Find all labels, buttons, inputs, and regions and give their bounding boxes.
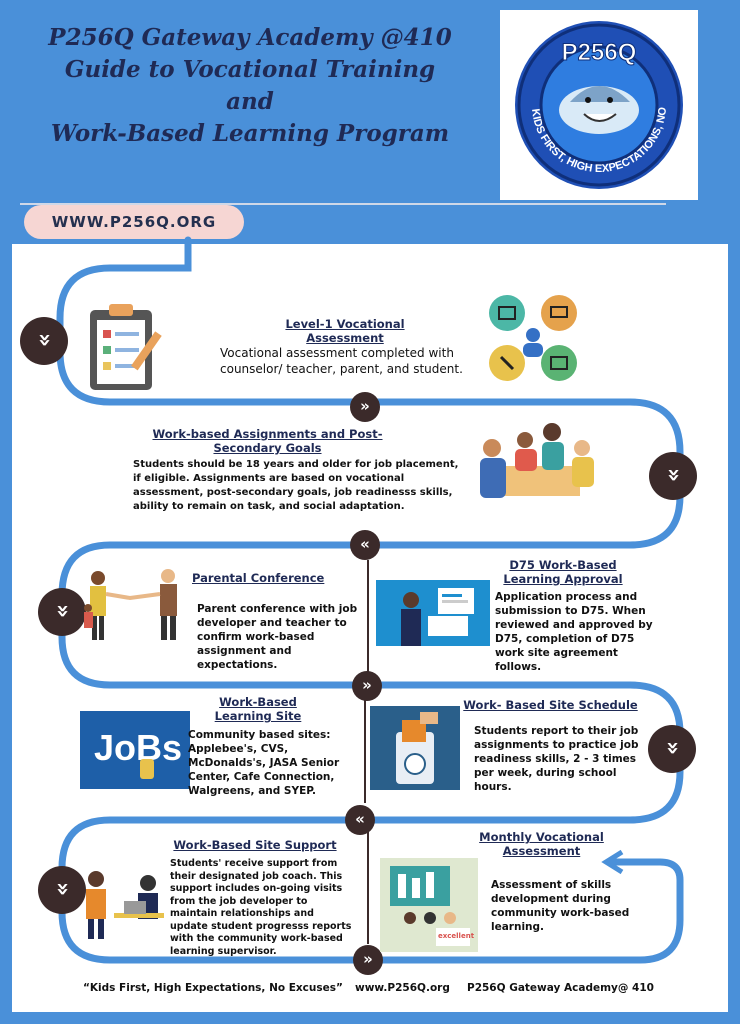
chevron-down-icon: » (649, 452, 697, 500)
step-body-site: Community based sites: Applebee's, CVS, … (188, 729, 340, 797)
students-group-illustration (470, 418, 605, 517)
website-link[interactable]: WWW.P256Q.ORG (24, 205, 244, 239)
chevron-right-icon: » (353, 945, 383, 975)
step-title-assignments: Work-based Assignments and Post-Secondar… (152, 427, 383, 455)
step-title-approval: D75 Work-Based Learning Approval (503, 558, 623, 586)
chevron-right-icon: » (350, 392, 380, 422)
title-line-1: P256Q Gateway Academy @410 (48, 24, 452, 51)
clipboard-checklist-icon (85, 300, 180, 399)
step-title-site: Work-Based Learning Site (214, 695, 302, 723)
divider (367, 560, 369, 678)
footer-motto: “Kids First, High Expectations, No Excus… (83, 982, 343, 994)
shark-mascot-icon (559, 86, 639, 134)
step-body-support: Students' receive support from their des… (170, 858, 352, 957)
chevron-left-icon: « (350, 530, 380, 560)
header-divider (20, 203, 666, 205)
chevron-down-icon: » (38, 866, 86, 914)
parent-conference-illustration (80, 568, 190, 647)
step-body-approval: Application process and submission to D7… (495, 591, 653, 673)
step-body-parental: Parent conference with job developer and… (197, 603, 358, 671)
jobs-illustration: JoBs (80, 711, 190, 789)
step-body-assignments: Students should be 18 years and older fo… (133, 459, 459, 512)
assessment-illustration: excellent (380, 858, 478, 952)
time-clock-illustration (370, 706, 460, 790)
job-coach-illustration (74, 865, 174, 944)
step-title-support: Work-Based Site Support (173, 838, 337, 852)
chevron-left-icon: « (345, 805, 375, 835)
step-body-monthly: Assessment of skills development during … (491, 879, 630, 933)
title-line-4: Work-Based Learning Program (50, 120, 450, 147)
chevron-down-icon: » (38, 588, 86, 636)
chevron-down-icon: » (648, 725, 696, 773)
career-icons-cluster (487, 295, 579, 385)
chevron-down-icon: » (20, 317, 68, 365)
school-logo: P256Q KIDS FIRST, HIGH EXPECTATIONS, NO … (496, 1, 698, 200)
logo-name: P256Q (562, 39, 637, 66)
step-title-schedule: Work- Based Site Schedule (463, 698, 638, 712)
title-line-2: Guide to Vocational Training (64, 56, 436, 83)
step-title-level1: Level-1 Vocational Assessment (285, 317, 405, 345)
footer-url[interactable]: www.P256Q.org (355, 982, 450, 994)
step-body-level1: Vocational assessment completed with cou… (220, 346, 463, 376)
step-title-parental: Parental Conference (192, 571, 325, 585)
job-application-illustration (376, 580, 490, 646)
step-body-schedule: Students report to their job assignments… (474, 725, 639, 793)
divider (364, 693, 366, 803)
page-title: P256Q Gateway Academy @410 Guide to Voca… (30, 22, 470, 150)
divider (367, 832, 369, 944)
step-title-monthly: Monthly Vocational Assessment (479, 830, 604, 858)
footer-school: P256Q Gateway Academy@ 410 (467, 982, 654, 994)
title-line-3: and (226, 88, 274, 115)
